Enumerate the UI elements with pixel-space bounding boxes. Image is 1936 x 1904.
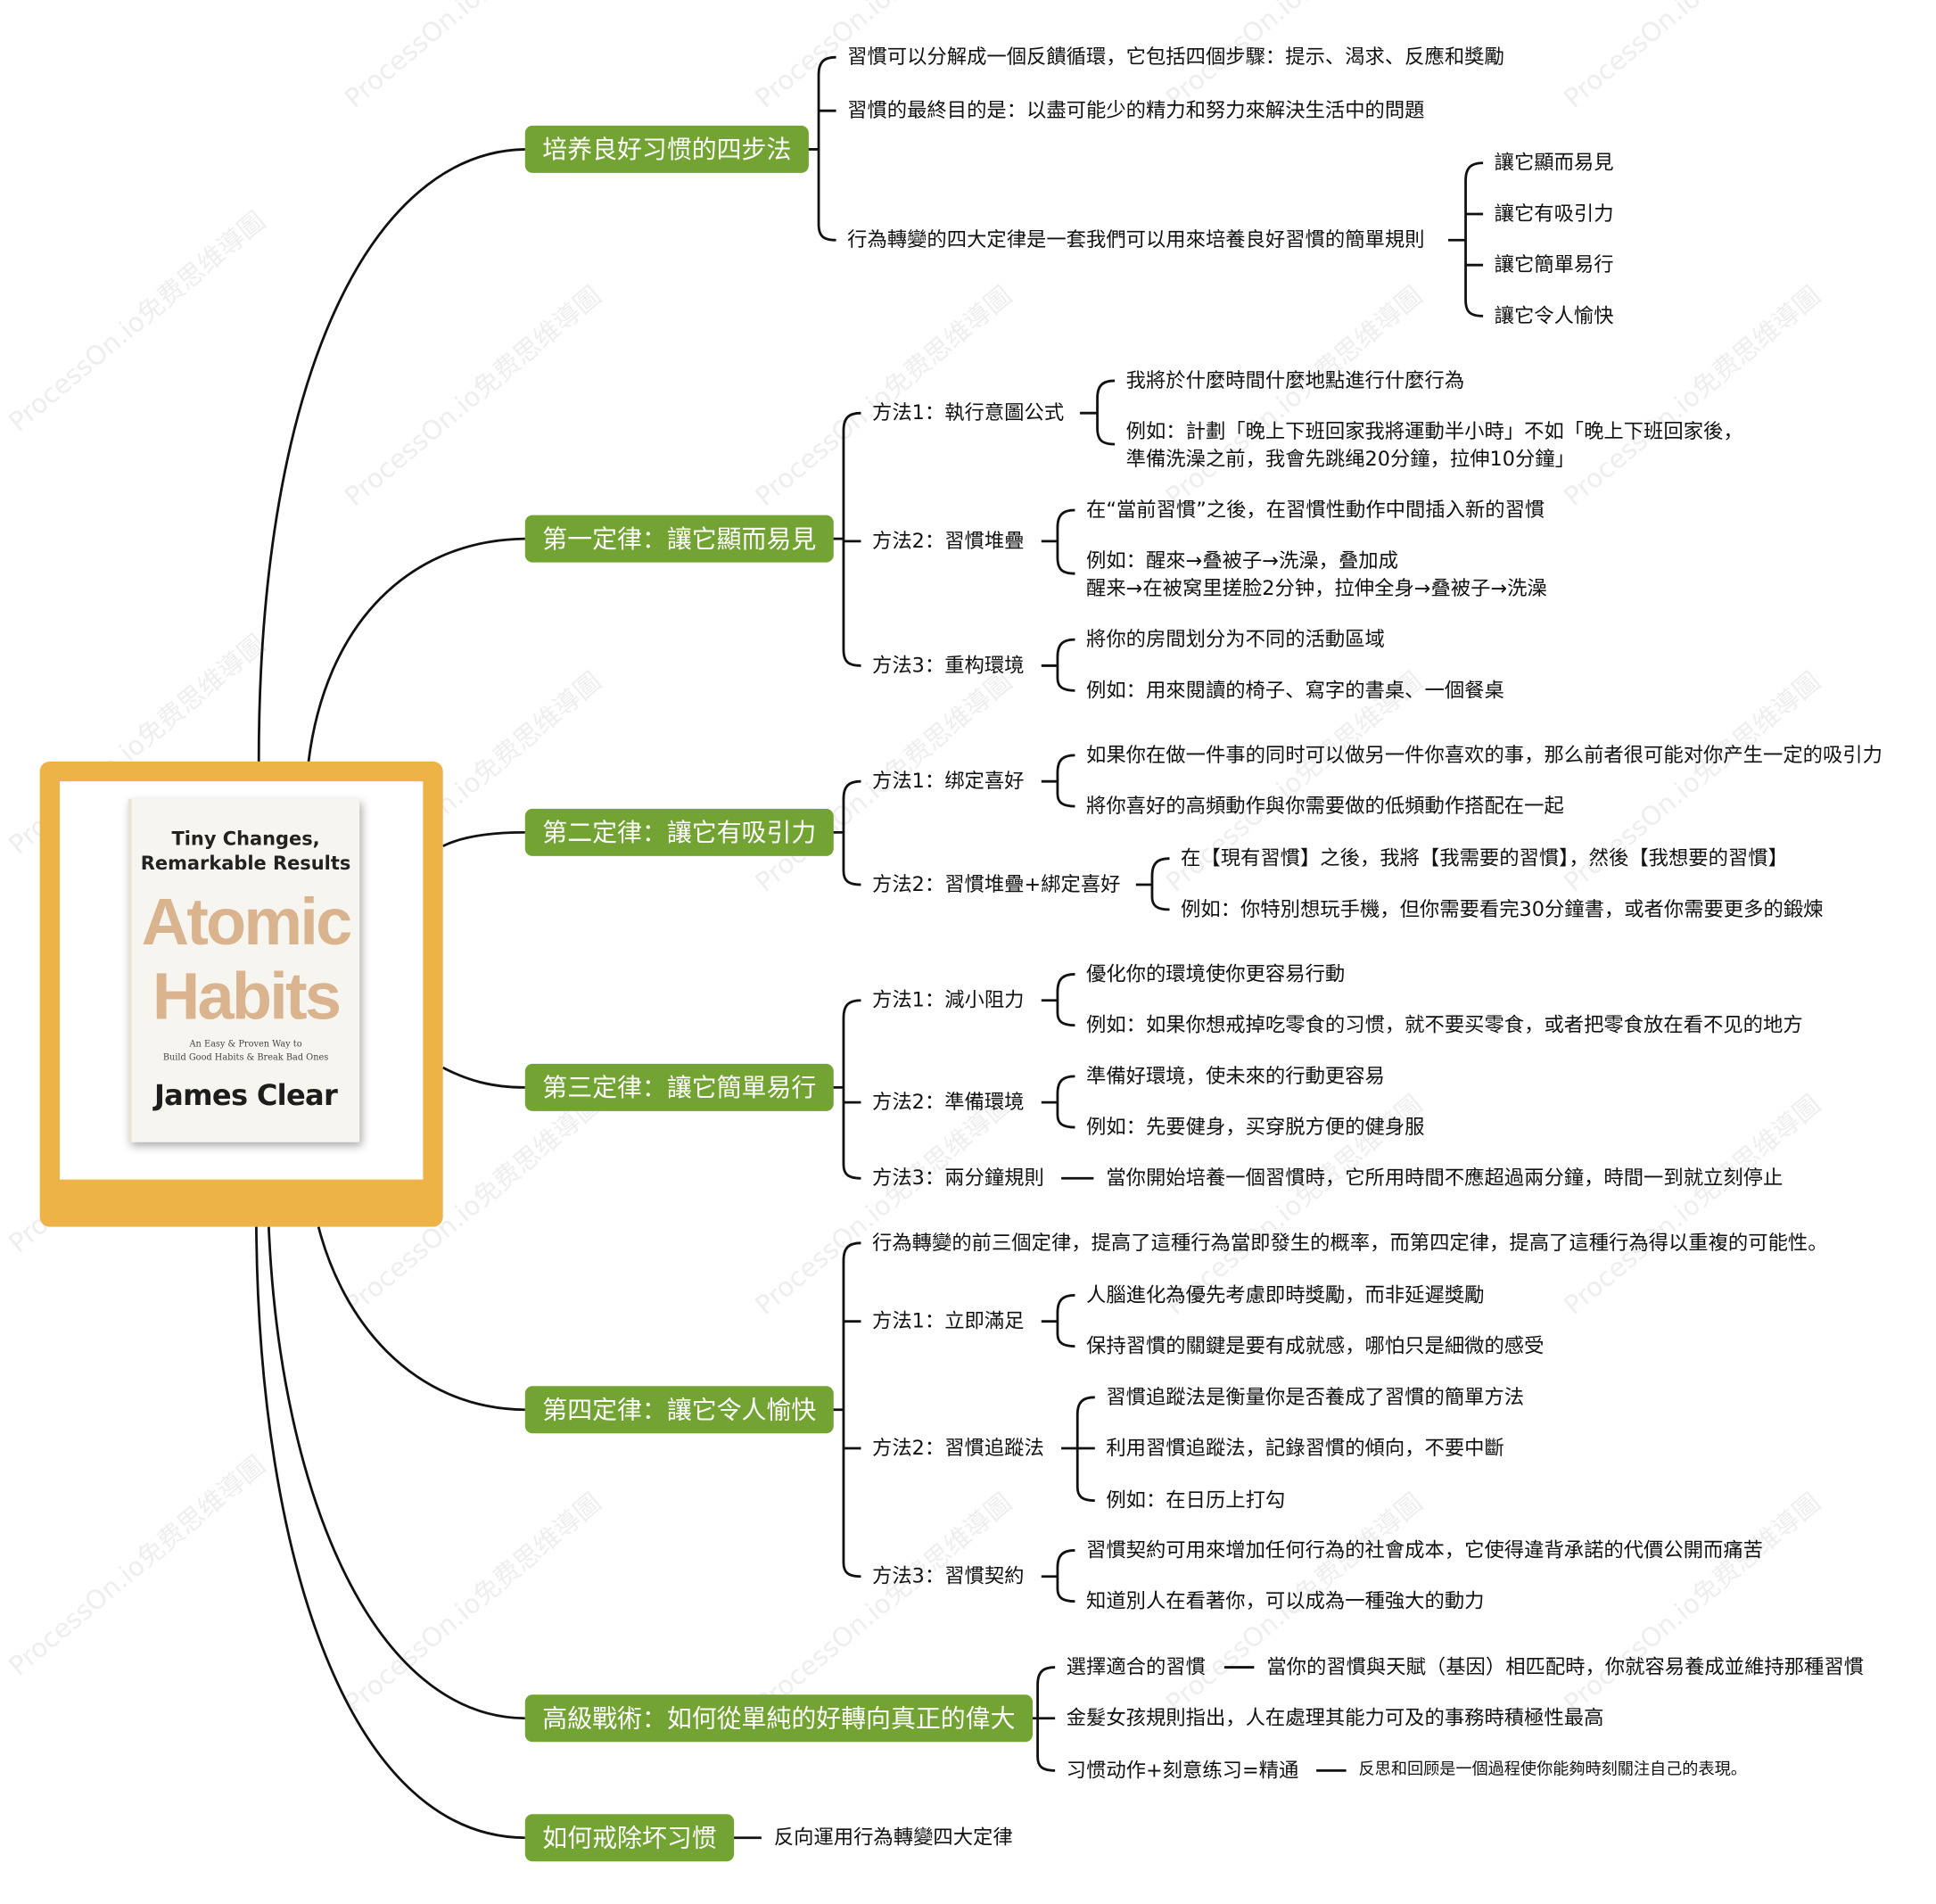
- b4-m3-leaf-1[interactable]: 當你開始培養一個習慣時，它所用時間不應超過兩分鐘，時間一到就立刻停止: [1106, 1165, 1783, 1192]
- cover-title: Atomic Habits: [132, 886, 359, 1034]
- b1-law-obvious[interactable]: 讓它顯而易見: [1495, 149, 1614, 177]
- branch-break-bad-habits[interactable]: 如何戒除坏习惯: [525, 1814, 734, 1861]
- book-cover-card: Tiny Changes, Remarkable Results Atomic …: [60, 781, 423, 1179]
- b2-method-2[interactable]: 方法2：習慣堆疊: [872, 528, 1024, 556]
- b2-m1-leaf-1[interactable]: 我將於什麼時間什麼地點進行什麼行為: [1126, 367, 1465, 395]
- b4-method-1[interactable]: 方法1：減小阻力: [872, 986, 1024, 1014]
- b1-node-purpose[interactable]: 習慣的最終目的是：以盡可能少的精力和努力來解決生活中的問題: [847, 97, 1424, 125]
- book-cover-frame: Tiny Changes, Remarkable Results Atomic …: [40, 762, 443, 1227]
- cover-title-line-2: Habits: [132, 960, 359, 1035]
- cover-subtitle: An Easy & Proven Way to Build Good Habit…: [132, 1038, 359, 1066]
- b5-method-3[interactable]: 方法3：習慣契約: [872, 1562, 1024, 1590]
- b3-m2-leaf-1[interactable]: 在【現有習慣】之後，我將【我需要的習慣】，然後【我想要的習慣】: [1181, 845, 1788, 872]
- b3-m1-leaf-1[interactable]: 如果你在做一件事的同时可以做另一件你喜欢的事，那么前者很可能对你产生一定的吸引力: [1086, 742, 1882, 770]
- b5-node-summary[interactable]: 行為轉變的前三個定律，提高了這種行為當即發生的概率，而第四定律，提高了這種行為得…: [872, 1229, 1828, 1257]
- b5-m2-leaf-2[interactable]: 利用習慣追蹤法，記錄習慣的傾向，不要中斷: [1106, 1435, 1503, 1463]
- b3-method-1[interactable]: 方法1：绑定喜好: [872, 768, 1024, 795]
- link-root-b7: [256, 1227, 524, 1838]
- b1-law-easy[interactable]: 讓它簡單易行: [1495, 251, 1614, 279]
- b5-m1-leaf-2[interactable]: 保持習慣的關鍵是要有成就感，哪怕只是細微的感受: [1086, 1332, 1544, 1360]
- branch-law-4[interactable]: 第四定律：讓它令人愉快: [525, 1386, 834, 1433]
- branch-law-3[interactable]: 第三定律：讓它簡單易行: [525, 1064, 834, 1111]
- b6-node-goldilocks[interactable]: 金髮女孩規則指出，人在處理其能力可及的事務時積極性最高: [1067, 1704, 1604, 1732]
- b5-method-2[interactable]: 方法2：習慣追蹤法: [872, 1435, 1044, 1463]
- cover-tagline: Tiny Changes, Remarkable Results: [132, 826, 359, 876]
- b6-node-mastery[interactable]: 习惯动作+刻意练习=精通: [1067, 1757, 1299, 1784]
- b4-m2-leaf-2[interactable]: 例如：先要健身，买穿脱方便的健身服: [1086, 1114, 1425, 1142]
- link-root-b5: [318, 1227, 525, 1410]
- b2-m1-leaf-2b[interactable]: 準備洗澡之前，我會先跳绳20分鐘，拉伸10分鐘」: [1126, 445, 1575, 473]
- b2-m3-leaf-2[interactable]: 例如：用來閱讀的椅子、寫字的書桌、一個餐桌: [1086, 677, 1504, 705]
- b4-m2-leaf-1[interactable]: 準備好環境，使未來的行動更容易: [1086, 1063, 1385, 1091]
- cover-subtitle-line-2: Build Good Habits & Break Bad Ones: [132, 1051, 359, 1065]
- b6-leaf-reflection[interactable]: 反思和回顾是一個過程使你能夠時刻關注自己的表現。: [1359, 1757, 1747, 1784]
- cover-tagline-line-1: Tiny Changes,: [132, 826, 359, 851]
- b1-node-four-laws[interactable]: 行為轉變的四大定律是一套我們可以用來培養良好習慣的簡單規則: [847, 227, 1424, 254]
- branch-advanced-tactics[interactable]: 高級戰術：如何從單純的好轉向真正的偉大: [525, 1694, 1033, 1742]
- b4-method-3[interactable]: 方法3：兩分鐘規則: [872, 1165, 1044, 1192]
- b4-method-2[interactable]: 方法2：準備環境: [872, 1089, 1024, 1117]
- link-root-b3: [443, 832, 525, 845]
- b5-m1-leaf-1[interactable]: 人腦進化為優先考慮即時獎勵，而非延遲獎勵: [1086, 1282, 1484, 1309]
- b7-node-invert-laws[interactable]: 反向運用行為轉變四大定律: [774, 1824, 1013, 1851]
- b6-node-choose-habit[interactable]: 選擇適合的習慣: [1067, 1653, 1206, 1681]
- cover-author: James Clear: [132, 1080, 359, 1112]
- b5-m3-leaf-2[interactable]: 知道別人在看著你，可以成為一種強大的動力: [1086, 1587, 1484, 1615]
- b5-m2-leaf-3[interactable]: 例如：在日历上打勾: [1106, 1487, 1285, 1514]
- link-root-b6: [268, 1227, 524, 1719]
- cover-title-line-1: Atomic: [132, 886, 359, 960]
- b4-m1-leaf-2[interactable]: 例如：如果你想戒掉吃零食的习惯，就不要买零食，或者把零食放在看不见的地方: [1086, 1011, 1803, 1039]
- b4-m1-leaf-1[interactable]: 優化你的環境使你更容易行動: [1086, 960, 1345, 988]
- link-root-b4: [443, 1067, 525, 1087]
- b1-node-feedback-loop[interactable]: 習慣可以分解成一個反饋循環，它包括四個步驟：提示、渴求、反應和獎勵: [847, 44, 1504, 71]
- b1-law-attractive[interactable]: 讓它有吸引力: [1495, 201, 1614, 228]
- branch-four-steps[interactable]: 培养良好习惯的四步法: [525, 126, 809, 173]
- b1-law-satisfying[interactable]: 讓它令人愉快: [1495, 302, 1614, 330]
- b3-method-2[interactable]: 方法2：習慣堆疊+綁定喜好: [872, 871, 1120, 899]
- cover-tagline-line-2: Remarkable Results: [132, 851, 359, 876]
- link-root-b2: [309, 539, 525, 762]
- b6-leaf-genes[interactable]: 當你的習慣與天賦（基因）相匹配時，你就容易養成並維持那種習慣: [1266, 1653, 1864, 1681]
- b3-m1-leaf-2[interactable]: 將你喜好的高頻動作與你需要做的低頻動作搭配在一起: [1086, 793, 1564, 820]
- branch-law-2[interactable]: 第二定律：讓它有吸引力: [525, 809, 834, 856]
- link-root-b1: [259, 149, 525, 761]
- b5-m2-leaf-1[interactable]: 習慣追蹤法是衡量你是否養成了習慣的簡單方法: [1106, 1383, 1524, 1411]
- book-cover: Tiny Changes, Remarkable Results Atomic …: [128, 799, 360, 1142]
- b5-m3-leaf-1[interactable]: 習慣契約可用來增加任何行為的社會成本，它使得違背承諾的代價公開而痛苦: [1086, 1537, 1763, 1564]
- branch-law-1[interactable]: 第一定律：讓它顯而易見: [525, 515, 834, 563]
- b3-m2-leaf-2[interactable]: 例如：你特別想玩手機，但你需要看完30分鐘書，或者你需要更多的鍛煉: [1181, 896, 1823, 924]
- cover-subtitle-line-1: An Easy & Proven Way to: [132, 1038, 359, 1051]
- b2-m2-leaf-2[interactable]: 例如：醒來→叠被子→洗澡，叠加成: [1086, 548, 1398, 575]
- b2-m1-leaf-2[interactable]: 例如：計劃「晚上下班回家我將運動半小時」不如「晚上下班回家後，: [1126, 418, 1743, 446]
- b2-m2-leaf-2b[interactable]: 醒来→在被窝里搓脸2分钟，拉伸全身→叠被子→洗澡: [1086, 575, 1547, 603]
- b2-method-3[interactable]: 方法3：重构環境: [872, 652, 1024, 680]
- b5-method-1[interactable]: 方法1：立即滿足: [872, 1307, 1024, 1335]
- b2-m2-leaf-1[interactable]: 在“當前習慣”之後，在習慣性動作中間插入新的習慣: [1086, 497, 1545, 524]
- b2-method-1[interactable]: 方法1：執行意圖公式: [872, 400, 1064, 427]
- b2-m3-leaf-1[interactable]: 將你的房間划分为不同的活動區域: [1086, 626, 1385, 654]
